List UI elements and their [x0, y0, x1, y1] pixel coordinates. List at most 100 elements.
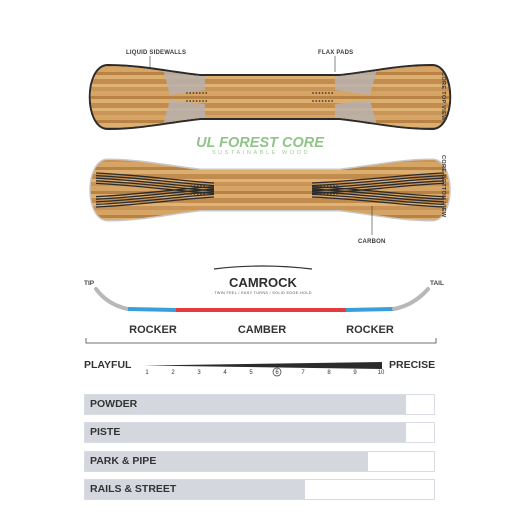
scale-label-precise: PRECISE	[389, 359, 435, 371]
insert-dot	[195, 100, 198, 102]
carbon-stringer	[95, 172, 215, 184]
core-bottom-view	[80, 158, 460, 227]
wood-stripe	[90, 115, 450, 120]
insert-dot	[203, 185, 206, 187]
insert-dot	[317, 185, 319, 187]
insert-dot	[187, 193, 190, 195]
insert-dot	[320, 193, 323, 195]
insert-dot	[331, 100, 334, 102]
wood-stripe	[90, 96, 450, 99]
insert-dot	[202, 100, 204, 102]
wood-stripe	[90, 194, 450, 198]
insert-dots-icon	[184, 185, 339, 195]
wood-stripe	[90, 103, 450, 108]
scale-tick-label: 8	[327, 370, 331, 376]
insert-dot	[323, 185, 326, 187]
tail-edge	[392, 287, 430, 311]
terrain-bar-powder: POWDER	[84, 394, 435, 415]
callout-liquid-sidewalls: LIQUID SIDEWALLS	[126, 50, 186, 56]
insert-dot	[192, 92, 195, 94]
insert-dot	[186, 100, 188, 102]
wood-stripe	[90, 75, 450, 79]
wood-stripe	[90, 99, 450, 103]
scale-tick-label: 4	[223, 370, 227, 376]
wood-stripe	[90, 162, 450, 167]
scale-label-playful: PLAYFUL	[84, 359, 132, 371]
terrain-bar-rails-street: RAILS & STREET	[84, 479, 435, 500]
terrain-label: POWDER	[90, 398, 138, 410]
insert-dot	[312, 100, 314, 102]
wood-stripe	[90, 191, 450, 194]
wood-stripe	[90, 67, 450, 72]
scale-tick-label: 5	[249, 370, 253, 376]
rocker-right	[345, 307, 395, 312]
profile-arc-icon	[213, 265, 313, 270]
insert-dot	[203, 193, 206, 195]
scale-tick-label: 3	[197, 370, 201, 376]
terrain-label: PARK & PIPE	[90, 455, 157, 467]
insert-dot	[331, 92, 334, 94]
wood-stripe	[90, 123, 450, 127]
terrain-fill	[85, 395, 407, 414]
wood-stripe	[90, 79, 450, 84]
scale-tick-label: 9	[353, 370, 357, 376]
wood-stripe	[80, 222, 460, 227]
insert-dot	[336, 193, 339, 195]
insert-dot	[205, 100, 208, 102]
scale-tick-label: 7	[301, 370, 305, 376]
carbon-stringer	[311, 188, 445, 200]
insert-dot	[318, 100, 321, 102]
carbon-stringer	[95, 193, 215, 206]
carbon-stringer	[311, 182, 445, 195]
scale-tick-label: 1	[145, 370, 149, 376]
wood-stripe	[90, 111, 450, 115]
wood-stripe	[90, 206, 450, 210]
brand-title: UL FOREST CORE	[196, 135, 325, 151]
terrain-label: PISTE	[90, 426, 121, 438]
insert-dot	[317, 193, 319, 195]
zone-label-rocker-right: ROCKER	[346, 324, 394, 336]
insert-dot	[200, 185, 202, 187]
wood-stripe	[90, 182, 450, 186]
insert-dot	[198, 100, 201, 102]
insert-dot	[315, 100, 318, 102]
insert-dot	[186, 92, 188, 94]
insert-dot	[321, 100, 324, 102]
insert-dot	[318, 92, 321, 94]
insert-dot	[329, 193, 332, 195]
insert-dot	[196, 185, 199, 187]
insert-dot	[198, 92, 201, 94]
wood-stripe	[90, 179, 450, 182]
carbon-stringer	[311, 174, 445, 187]
carbon-stringer	[95, 185, 215, 198]
profile-title: CAMROCK	[229, 275, 297, 290]
zone-label-camber: CAMBER	[238, 324, 286, 336]
tail-label: TAIL	[430, 280, 444, 287]
carbon-stringer	[311, 185, 445, 198]
core-top-view	[80, 60, 460, 131]
insert-dot	[326, 185, 329, 187]
label-core-top-view: CORE TOP VIEW	[440, 72, 446, 121]
insert-dot	[324, 92, 327, 94]
wood-stripe	[90, 84, 450, 87]
insert-dot	[187, 185, 190, 187]
insert-dot	[189, 100, 192, 102]
wood-stripe	[90, 186, 450, 191]
insert-dot	[333, 185, 335, 187]
insert-dot	[192, 100, 195, 102]
scale-tick-label: 10	[378, 370, 385, 376]
carbon-stringer	[311, 172, 445, 184]
terrain-bar-piste: PISTE	[84, 422, 435, 443]
carbon-stringer	[95, 188, 215, 200]
scale-tick-label: 6	[275, 370, 279, 376]
insert-dot	[321, 92, 324, 94]
insert-dot	[190, 185, 193, 187]
bottom-wood-core	[80, 160, 460, 227]
scale-selected-marker	[272, 367, 282, 377]
insert-dot	[196, 193, 199, 195]
wood-stripe	[80, 60, 460, 63]
insert-dot	[202, 92, 204, 94]
insert-dot	[189, 92, 192, 94]
